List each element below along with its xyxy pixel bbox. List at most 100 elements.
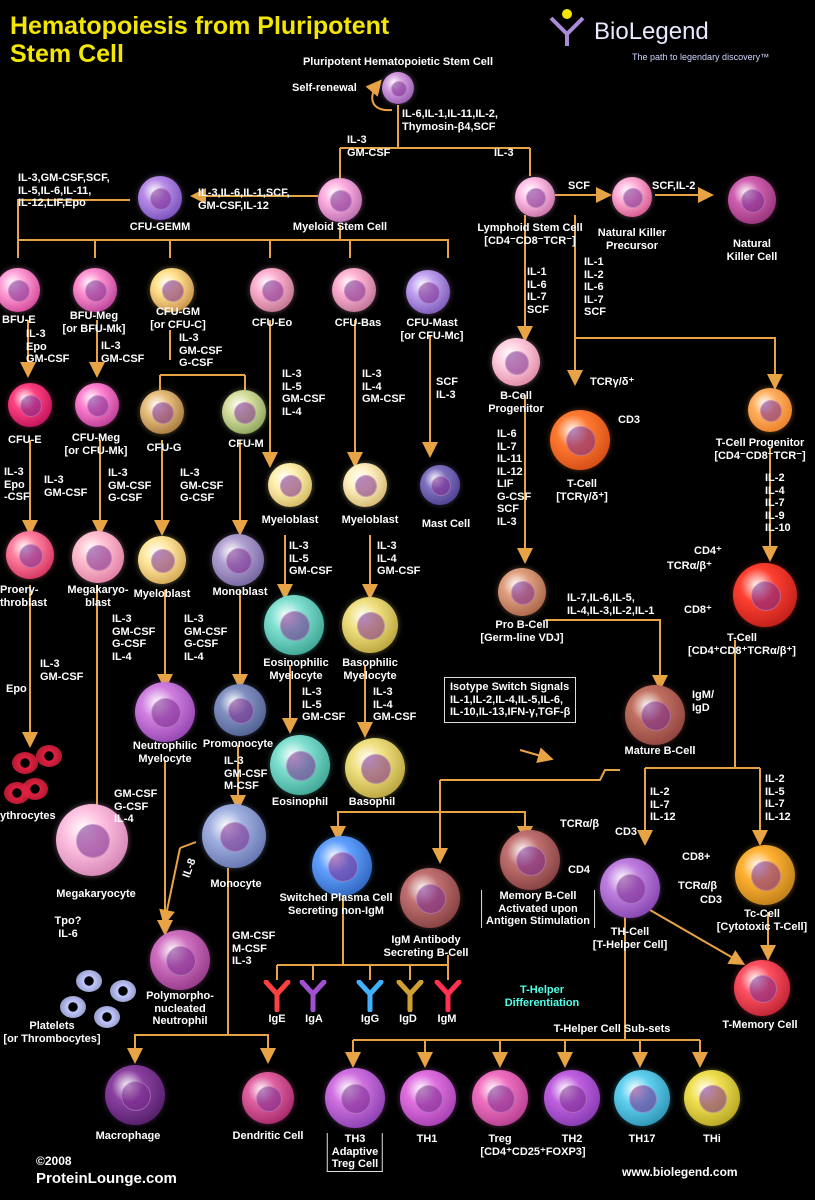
eosinophil-icon: [270, 735, 330, 795]
label-switched-plasma-cell: Switched Plasma Cell Secreting non-IgM: [279, 892, 393, 917]
label-cfu-eo: CFU-Eo: [251, 317, 293, 329]
nucleus-icon: [328, 852, 358, 882]
label-myeloblast-g: Myeloblast: [133, 588, 191, 600]
macrophage-icon: [105, 1065, 165, 1125]
nucleus-icon: [256, 1086, 282, 1112]
nucleus-icon: [121, 1081, 151, 1111]
mature-b-cell-icon: [625, 685, 685, 745]
factor-20: IL-3 GM-CSF G-CSF: [180, 467, 224, 504]
nucleus-icon: [86, 545, 112, 571]
nucleus-icon: [760, 400, 782, 422]
nucleus-icon: [286, 751, 316, 781]
footer-url: www.biolegend.com: [622, 1165, 738, 1179]
t-cell-ab-icon: [733, 563, 797, 627]
myeloblast-g-icon: [138, 536, 186, 584]
thi-cell-icon: [684, 1070, 740, 1126]
factor-16: IL-6 IL-7 IL-11 IL-12 LIF G-CSF SCF IL-3: [497, 428, 532, 528]
label-myeloblast-bas: Myeloblast: [341, 514, 399, 526]
nucleus-icon: [699, 1085, 727, 1113]
label-igm-secreting: IgM Antibody Secreting B-Cell: [383, 934, 469, 959]
phsc-cell-icon: [382, 72, 414, 104]
nucleus-icon: [741, 189, 765, 213]
label-pro-b-cell: Pro B-Cell [Germ-line VDJ]: [480, 619, 564, 644]
megakaryoblast-icon: [72, 531, 124, 583]
tc-cell-icon: [735, 845, 795, 905]
label-lymphoid-stem-cell: Lymphoid Stem Cell [CD4⁻CD8⁻TCR⁻]: [477, 222, 583, 247]
monocyte-icon: [202, 804, 266, 868]
nucleus-icon: [220, 822, 250, 852]
nucleus-icon: [416, 884, 446, 914]
label-cd3-a: CD3: [618, 414, 641, 426]
label-megakaryocyte: Megakaryocyte: [56, 888, 136, 900]
label-treg: Treg: [488, 1133, 512, 1145]
label-treg-sub: [CD4⁺CD25⁺FOXP3]: [480, 1146, 586, 1158]
th2-cell-icon: [544, 1070, 600, 1126]
antibody-igm-icon: [434, 980, 462, 1012]
neutrophilic-myelocyte-icon: [135, 682, 195, 742]
label-nk-cell: Natural Killer Cell: [726, 238, 778, 263]
antibody-iga-icon: [299, 980, 327, 1012]
label-tpo: Tpo? IL-6: [54, 915, 82, 940]
cfu-eo-cell-icon: [250, 268, 294, 312]
nucleus-icon: [85, 280, 107, 302]
proerythroblast-icon: [6, 531, 54, 579]
label-phsc: Pluripotent Hematopoietic Stem Cell: [302, 56, 494, 68]
label-thi: THi: [703, 1133, 721, 1145]
nucleus-icon: [87, 395, 109, 417]
label-bfu-meg: BFU-Meg [or BFU-Mk]: [62, 310, 126, 335]
nucleus-icon: [76, 824, 110, 858]
label-platelets: Platelets [or Thrombocytes]: [3, 1020, 101, 1045]
nucleus-icon: [516, 846, 546, 876]
nucleus-icon: [431, 476, 451, 496]
b-cell-progenitor-icon: [492, 338, 540, 386]
nucleus-icon: [330, 190, 352, 212]
label-igg: IgG: [360, 1013, 380, 1025]
mast-cell-shape-icon: [420, 465, 460, 505]
label-bfu-e: BFU-E: [2, 314, 36, 326]
nucleus-icon: [234, 402, 256, 424]
th17-cell-icon: [614, 1070, 670, 1126]
label-cfu-meg: CFU-Meg [or CFU-Mk]: [64, 432, 128, 457]
polymorphonucleated-neutrophil-icon: [150, 930, 210, 990]
cfu-mast-cell-icon: [406, 270, 450, 314]
label-myeloblast-eo: Myeloblast: [261, 514, 319, 526]
t-cell-progenitor-icon: [748, 388, 792, 432]
nk-cell-icon: [728, 176, 776, 224]
factor-19: IL-3 GM-CSF G-CSF: [108, 467, 152, 504]
factor-26: Epo: [6, 683, 27, 695]
nucleus-icon: [487, 1085, 515, 1113]
factor-5: IL-3,IL-6,IL-1,SCF, GM-CSF,IL-12: [198, 187, 290, 212]
switched-plasma-cell-icon: [312, 836, 372, 896]
label-iga: IgA: [305, 1013, 323, 1025]
nucleus-icon: [226, 548, 252, 574]
label-neutrophilic-myelocyte: Neutrophilic Myelocyte: [132, 740, 198, 765]
factor-6: SCF: [568, 180, 590, 192]
label-basophil: Basophil: [348, 796, 396, 808]
nucleus-icon: [8, 280, 30, 302]
cfu-meg-cell-icon: [75, 383, 119, 427]
label-cfu-gm: CFU-GM [or CFU-C]: [150, 306, 206, 331]
label-th3: TH3 Adaptive Treg Cell: [326, 1133, 384, 1172]
label-th2: TH2: [561, 1133, 583, 1145]
bfu-e-cell-icon: [0, 268, 40, 312]
factor-23: IL-3 IL-4 GM-CSF: [377, 540, 421, 577]
factor-36: GM-CSF M-CSF IL-3: [232, 930, 276, 967]
label-tcr-ab: TCRα/β⁺: [667, 560, 712, 572]
nucleus-icon: [616, 874, 646, 904]
factor-3: IL-3: [494, 147, 514, 159]
basophil-icon: [345, 738, 405, 798]
isotype-switch-box: Isotype Switch Signals IL-1,IL-2,IL-4,IL…: [444, 677, 577, 723]
antibody-ige-icon: [263, 980, 291, 1012]
myeloid-stem-cell-icon: [318, 178, 362, 222]
footer-site: ProteinLounge.com: [36, 1170, 177, 1187]
label-cfu-e: CFU-E: [8, 434, 42, 446]
factor-21: IL-2 IL-4 IL-7 IL-9 IL-10: [765, 472, 791, 534]
nucleus-icon: [341, 1084, 371, 1114]
nucleus-icon: [152, 402, 174, 424]
eosinophilic-myelocyte-icon: [264, 595, 324, 655]
label-cd8-plus-2: CD8+: [682, 851, 711, 863]
memory-b-cell-icon: [500, 830, 560, 890]
factor-12: IL-3 GM-CSF G-CSF: [179, 332, 223, 369]
erythrocyte-icon: [12, 752, 38, 774]
factor-10: IL-3 Epo GM-CSF: [26, 328, 70, 365]
